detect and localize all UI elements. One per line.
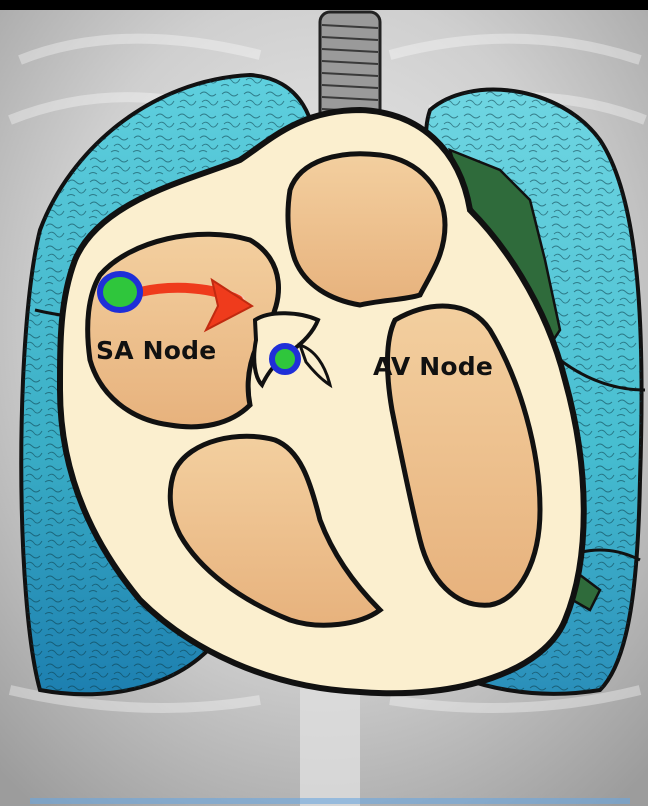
bottom-strip: [30, 798, 630, 804]
sa-node-marker-icon: [100, 274, 140, 310]
top-border: [0, 0, 648, 10]
sa-node-label: SA Node: [96, 336, 216, 365]
av-node-marker-icon: [272, 346, 298, 372]
right-atrium: [88, 234, 279, 427]
av-node-label: AV Node: [373, 352, 493, 381]
left-atrium: [288, 154, 445, 305]
